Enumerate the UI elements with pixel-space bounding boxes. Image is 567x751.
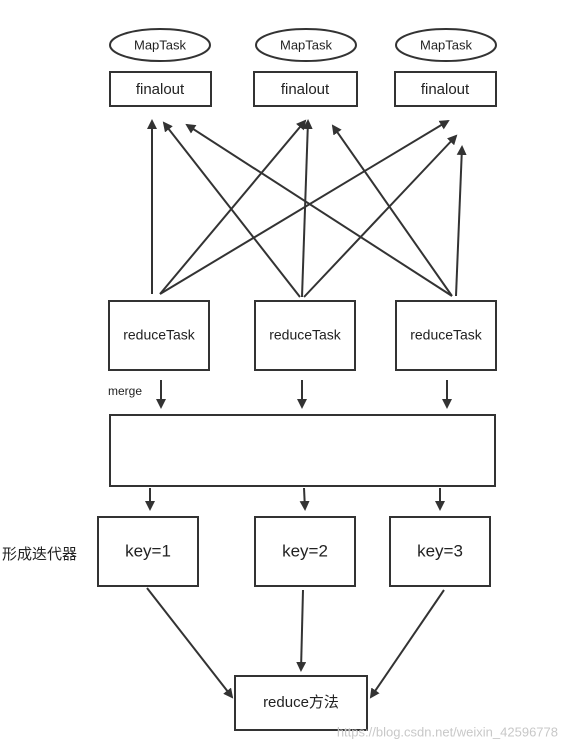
iterator-side-label: 形成迭代器 [2,546,77,563]
maptask-node-1: MapTask [109,28,211,62]
finalout-box-1: finalout [109,71,212,107]
maptask-node-2: MapTask [255,28,357,62]
arrow-r1-f2 [159,119,307,295]
finalout-label-3: finalout [421,81,470,98]
maptask-node-3: MapTask [395,28,497,62]
finalout-box-2: finalout [253,71,358,107]
maptask-label-1: MapTask [134,37,187,52]
reducetask-box-2: reduceTask [254,300,356,371]
reduce-method-box: reduce方法 [234,675,368,731]
shuffle-arrows [147,119,467,298]
finalout-box-3: finalout [394,71,497,107]
finalout-label-2: finalout [281,81,330,98]
key-label-1: key=1 [125,541,171,560]
key-box-2: key=2 [254,516,356,587]
maptask-label-3: MapTask [420,37,473,52]
key-box-1: key=1 [97,516,199,587]
arrow-r1-f3 [159,119,450,295]
maptask-label-2: MapTask [280,37,333,52]
arrow-reduce-1 [146,587,234,699]
reducetask-label-1: reduceTask [123,327,196,343]
reducetask-label-3: reduceTask [410,327,483,343]
arrow-r2-f2 [301,119,313,298]
merge-buffer-box [109,414,496,487]
reduce-method-label: reduce方法 [263,694,339,711]
arrow-r3-f2 [331,124,453,297]
arrow-r3-f1 [185,123,453,297]
arrow-key-2 [299,487,310,511]
reducetask-box-3: reduceTask [395,300,497,371]
reducetask-label-2: reduceTask [269,327,342,343]
key-label-3: key=3 [417,541,463,560]
arrow-reduce-3 [369,589,445,699]
key-box-3: key=3 [389,516,491,587]
arrow-reduce-2 [296,589,307,672]
finalout-label-1: finalout [136,81,185,98]
arrow-r2-f1 [162,121,301,298]
watermark-text: https://blog.csdn.net/weixin_42596778 [337,724,558,739]
key-label-2: key=2 [282,541,328,560]
arrow-r3-f3 [455,145,467,297]
reducetask-box-1: reduceTask [108,300,210,371]
arrow-r2-f3 [303,134,458,298]
merge-label: merge [108,384,142,398]
